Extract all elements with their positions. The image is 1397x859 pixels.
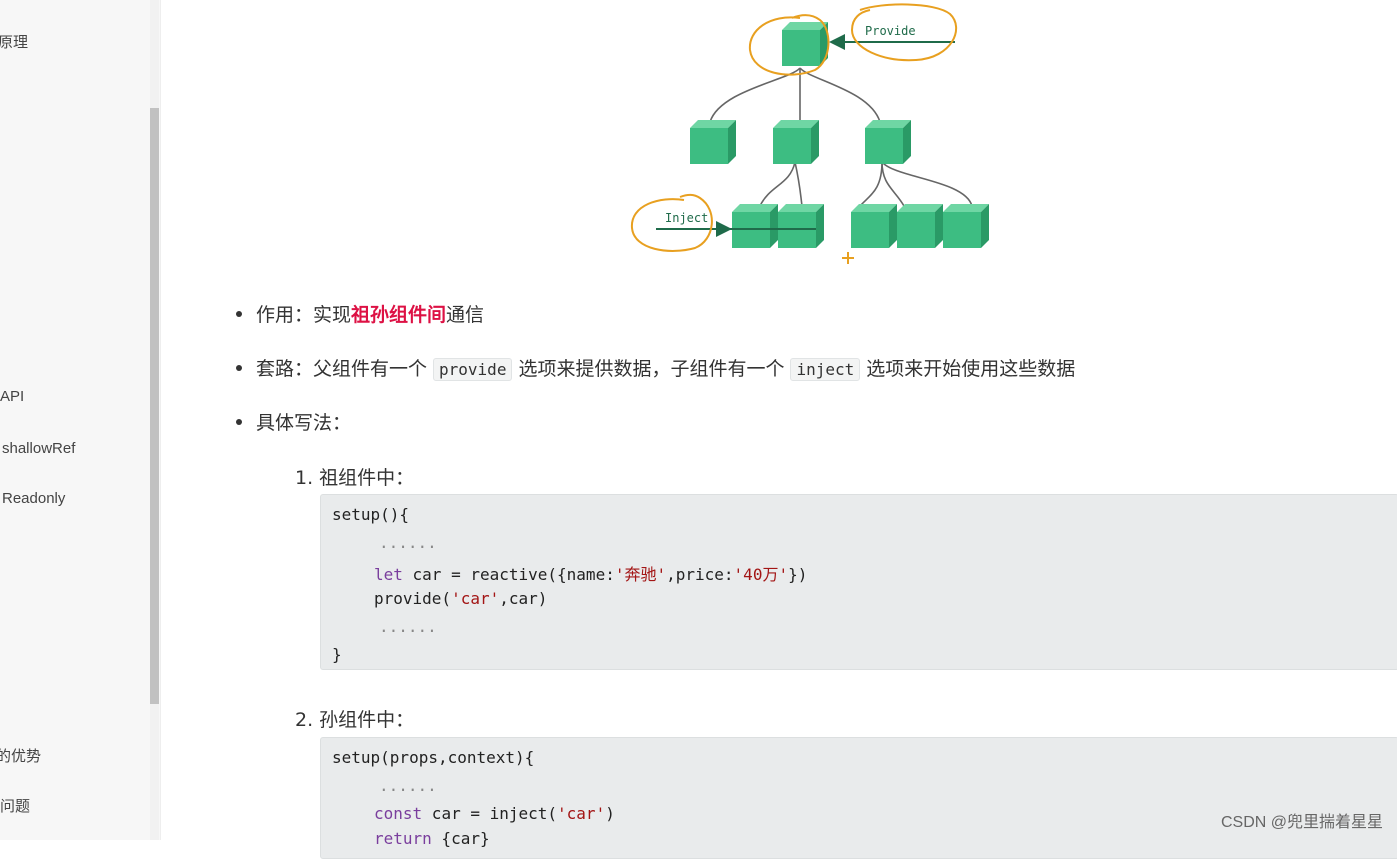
annotation-circle-provide-label [850, 3, 958, 62]
bullet-pattern-prefix: 套路：父组件有一个 [256, 358, 428, 380]
csdn-watermark: CSDN @兜里揣着星星 [1220, 814, 1383, 831]
grandchild-component-cube [732, 204, 778, 248]
bullet-purpose: 作用：实现祖孙组件间通信 [236, 300, 484, 327]
code-line: return {car} [374, 829, 490, 848]
step-ancestor-heading: 1. 祖组件中： [295, 467, 415, 489]
bullet-pattern-mid: 选项来提供数据，子组件有一个 [518, 358, 785, 380]
bullet-usage: 具体写法： [236, 408, 351, 435]
bullet-purpose-prefix: 作用：实现 [256, 304, 352, 326]
sidebar-item-api[interactable]: API [0, 388, 25, 405]
step-grandchild-heading: 2. 孙组件中： [295, 709, 415, 731]
sidebar: 原理 API shallowRef Readonly 的优势 问题 [0, 0, 161, 840]
code-line: let car = reactive({name:'奔驰',price:'40万… [374, 565, 808, 584]
sidebar-item-readonly[interactable]: Readonly [2, 490, 66, 507]
code-block-ancestor[interactable]: setup(){ ...... let car = reactive({name… [320, 494, 1397, 670]
code-line: const car = inject('car') [374, 804, 615, 823]
annotation-circle-provide [748, 14, 830, 76]
grandchild-component-cube [851, 204, 897, 248]
sidebar-item-advantage[interactable]: 的优势 [0, 748, 42, 765]
inject-label: Inject [665, 211, 708, 225]
root-component-cube [782, 22, 828, 66]
child-component-cube [773, 120, 819, 164]
bullet-purpose-highlight: 祖孙组件间 [351, 304, 447, 326]
bullet-dot [236, 418, 242, 425]
bullet-pattern-suffix: 选项来开始使用这些数据 [866, 358, 1076, 380]
provide-inject-diagram: Provide Inject [630, 3, 989, 264]
code-line: setup(){ [332, 505, 410, 524]
grandchild-component-cube [778, 204, 824, 248]
bullet-purpose-suffix: 通信 [446, 304, 485, 326]
inline-code-provide: provide [433, 358, 513, 381]
code-line: } [332, 645, 342, 664]
sidebar-item-yuanli[interactable]: 原理 [0, 34, 29, 51]
annotation-circle-inject [630, 193, 713, 252]
grandchild-component-cube [897, 204, 943, 248]
annotation-plus [842, 252, 854, 264]
bullet-usage-text: 具体写法： [256, 412, 352, 434]
sidebar-scrollbar-thumb[interactable] [150, 108, 159, 704]
code-block-grandchild[interactable]: setup(props,context){ ...... const car =… [320, 737, 1397, 859]
sidebar-item-problem[interactable]: 问题 [0, 798, 31, 815]
code-line: ...... [379, 617, 437, 636]
bullet-dot [236, 364, 242, 371]
code-line: ...... [379, 776, 437, 795]
code-line: ...... [379, 533, 437, 552]
child-component-cube [690, 120, 736, 164]
inline-code-inject: inject [790, 358, 861, 381]
grandchild-component-cube [943, 204, 989, 248]
sidebar-item-shallowref[interactable]: shallowRef [2, 440, 76, 457]
provide-label: Provide [865, 24, 916, 38]
code-line: provide('car',car) [374, 589, 548, 608]
child-component-cube [865, 120, 911, 164]
bullet-dot [236, 310, 242, 317]
code-line: setup(props,context){ [332, 748, 535, 767]
